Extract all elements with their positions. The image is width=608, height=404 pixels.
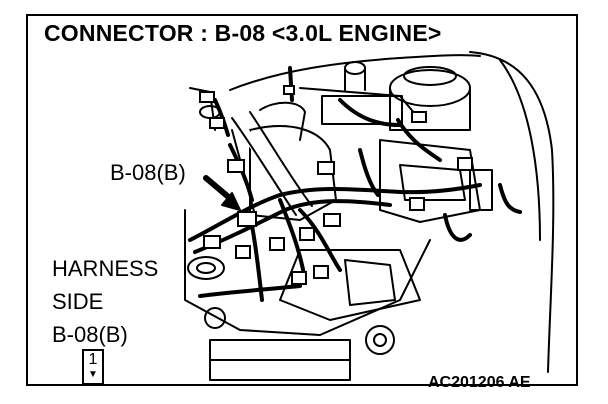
connector-callout-label: B-08(B): [110, 160, 186, 185]
harness-side-line2: SIDE: [52, 289, 104, 314]
pin-number: 1: [88, 351, 98, 368]
connector-pin-diagram: 1 ▼: [82, 349, 104, 385]
harness-side-line1: HARNESS: [52, 256, 159, 281]
down-triangle-icon: ▼: [88, 369, 98, 380]
diagram-frame: [26, 14, 578, 386]
harness-side-label: HARNESS SIDE B-08(B): [52, 252, 158, 351]
callout-arrow-icon: [203, 175, 241, 211]
diagram-title: CONNECTOR : B-08 <3.0L ENGINE>: [44, 20, 442, 46]
figure-code: AC201206 AE: [428, 374, 531, 391]
harness-side-connector: B-08(B): [52, 322, 128, 347]
